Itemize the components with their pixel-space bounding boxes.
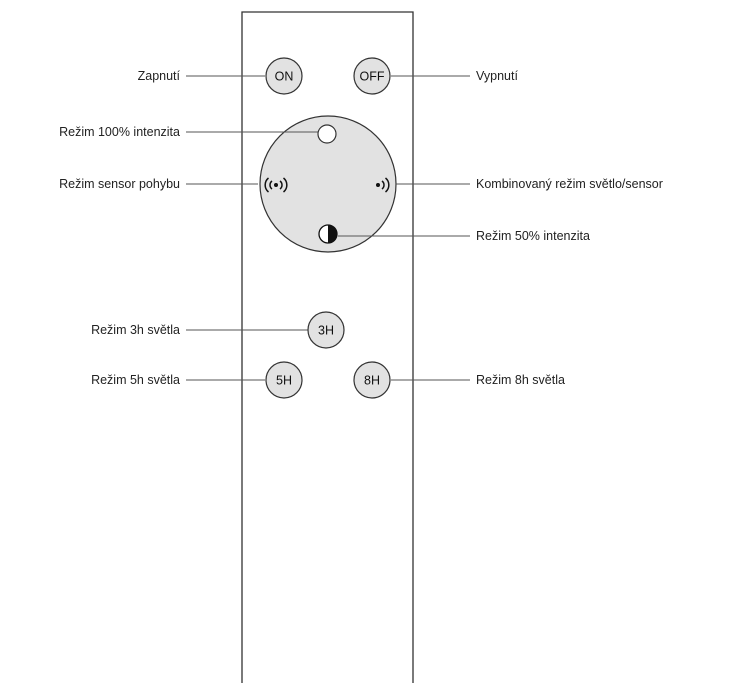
label-3h: Režim 3h světla: [91, 323, 180, 337]
circle-outline-icon: [317, 124, 337, 144]
on-button-label: ON: [275, 70, 294, 84]
signal-waves-icon: [376, 177, 390, 193]
label-motion-sensor: Režim sensor pohybu: [59, 177, 180, 191]
motion-waves-icon: [264, 177, 288, 193]
label-combined-mode: Kombinovaný režim světlo/sensor: [476, 177, 663, 191]
timer-3h-button-label: 3H: [318, 324, 334, 338]
off-button-label: OFF: [360, 70, 385, 84]
label-5h: Režim 5h světla: [91, 373, 180, 387]
label-on: Zapnutí: [138, 69, 181, 83]
timer-5h-button[interactable]: 5H: [265, 361, 303, 399]
combined-mode-button[interactable]: [376, 177, 390, 193]
off-button[interactable]: OFF: [353, 57, 391, 95]
label-off: Vypnutí: [476, 69, 518, 83]
label-full-intensity: Režim 100% intenzita: [59, 125, 180, 139]
timer-3h-button[interactable]: 3H: [307, 311, 345, 349]
full-intensity-button[interactable]: [317, 124, 337, 144]
on-button[interactable]: ON: [265, 57, 303, 95]
timer-8h-button-label: 8H: [364, 374, 380, 388]
half-intensity-button[interactable]: [318, 224, 338, 244]
timer-5h-button-label: 5H: [276, 374, 292, 388]
label-8h: Režim 8h světla: [476, 373, 565, 387]
motion-sensor-button[interactable]: [264, 177, 288, 193]
timer-8h-button[interactable]: 8H: [353, 361, 391, 399]
label-half-intensity: Režim 50% intenzita: [476, 229, 590, 243]
half-circle-icon: [318, 224, 338, 244]
